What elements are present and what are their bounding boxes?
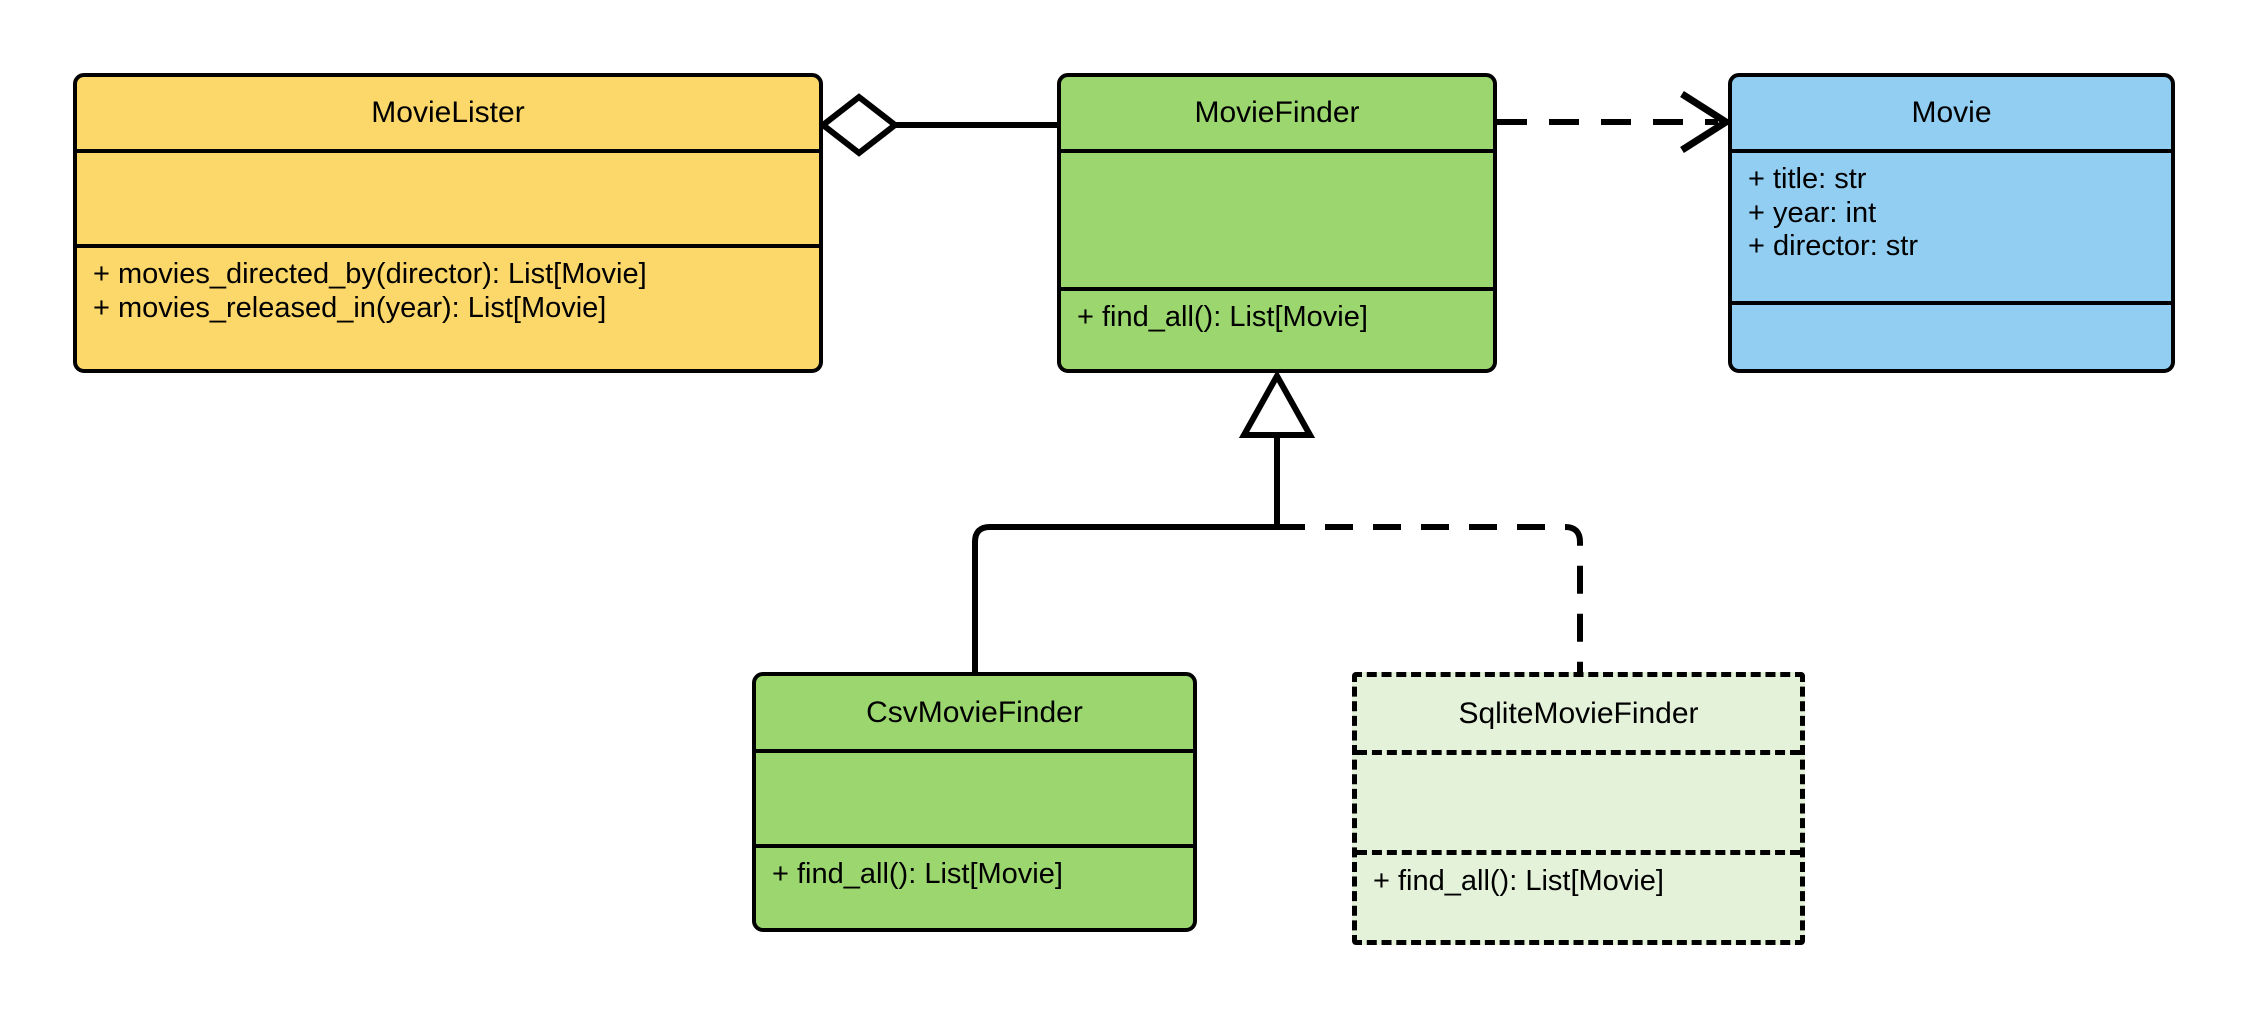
generalization-triangle-group <box>1238 369 1316 527</box>
class-name-label: Movie <box>1911 96 1992 129</box>
method-item: + find_all(): List[Movie] <box>772 858 1063 890</box>
attribute-item: + year: int <box>1748 196 1877 229</box>
class-name-label: CsvMovieFinder <box>866 695 1083 729</box>
class-name-label: MovieLister <box>371 96 525 129</box>
attributes-compartment <box>1357 750 1800 850</box>
method-item: + movies_released_in(year): List[Movie] <box>93 291 607 324</box>
attributes-compartment <box>1061 149 1493 287</box>
methods-compartment: + movies_directed_by(director): List[Mov… <box>77 244 819 369</box>
class-name-label: SqliteMovieFinder <box>1458 696 1699 730</box>
generalization-branch-sqlite <box>1277 524 1583 672</box>
aggregation-lister-finder <box>818 93 1057 157</box>
attributes-compartment: + title: str + year: int + director: str <box>1732 149 2171 301</box>
methods-compartment <box>1732 301 2171 369</box>
method-item: + find_all(): List[Movie] <box>1373 865 1664 897</box>
hollow-diamond-icon <box>818 93 900 157</box>
methods-list: + movies_directed_by(director): List[Mov… <box>77 248 819 325</box>
methods-list: + find_all(): List[Movie] <box>1061 291 1493 335</box>
attributes-compartment <box>756 749 1193 844</box>
class-box-movie[interactable]: Movie + title: str + year: int + directo… <box>1728 73 2175 373</box>
dependency-finder-movie <box>1497 91 1733 153</box>
class-box-movie-lister[interactable]: MovieLister + movies_directed_by(directo… <box>73 73 823 373</box>
hollow-triangle-icon <box>1238 369 1316 438</box>
attributes-compartment <box>77 149 819 244</box>
class-name-compartment: Movie <box>1732 77 2171 149</box>
methods-compartment: + find_all(): List[Movie] <box>756 844 1193 928</box>
class-box-csv-movie-finder[interactable]: CsvMovieFinder + find_all(): List[Movie] <box>752 672 1197 932</box>
method-item: + find_all(): List[Movie] <box>1077 301 1368 333</box>
class-box-movie-finder[interactable]: MovieFinder + find_all(): List[Movie] <box>1057 73 1497 373</box>
class-name-compartment: MovieFinder <box>1061 77 1493 149</box>
generalization-branch-csv <box>972 524 1277 672</box>
class-name-compartment: SqliteMovieFinder <box>1357 677 1800 750</box>
method-item: + movies_directed_by(director): List[Mov… <box>93 258 647 290</box>
methods-list: + find_all(): List[Movie] <box>1357 855 1800 899</box>
class-name-label: MovieFinder <box>1194 96 1360 129</box>
attributes-list: + title: str + year: int + director: str <box>1732 153 2171 264</box>
methods-list: + find_all(): List[Movie] <box>756 848 1193 892</box>
class-name-compartment: CsvMovieFinder <box>756 676 1193 749</box>
attribute-item: + director: str <box>1748 230 1919 263</box>
class-box-sqlite-movie-finder[interactable]: SqliteMovieFinder + find_all(): List[Mov… <box>1352 672 1805 945</box>
methods-compartment: + find_all(): List[Movie] <box>1061 287 1493 369</box>
methods-compartment: + find_all(): List[Movie] <box>1357 850 1800 940</box>
open-arrow-icon <box>1680 91 1733 153</box>
class-name-compartment: MovieLister <box>77 77 819 149</box>
attribute-item: + title: str <box>1748 163 1867 195</box>
